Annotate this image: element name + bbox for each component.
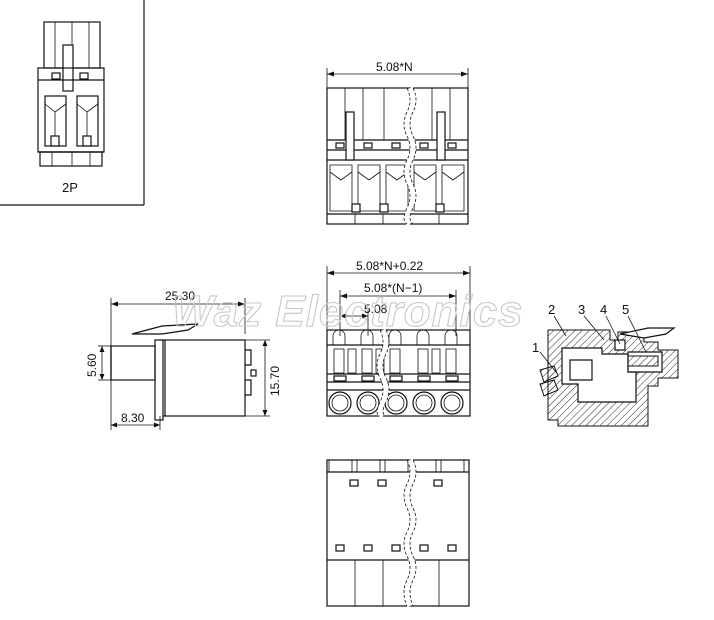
watermark-text: Waz Electronics [172,287,524,336]
top-view: 5.08*N [326,60,469,227]
inset-2p-view: 2P [0,0,145,206]
bottom-view [326,458,470,608]
callout-1: 1 [532,340,539,355]
pitch-dim: 5.08 [364,302,388,316]
callout-2: 2 [548,302,555,317]
inset-label: 2P [62,180,78,195]
top-view-cells [329,164,465,213]
callout-4: 4 [600,302,607,317]
front-view-top-bumps [332,329,458,345]
pin-length-dim: 8.30 [121,411,145,425]
section-view: 1 2 3 4 5 [532,302,679,427]
total-width-dim: 5.08*N+0.22 [356,259,423,273]
front-view: 5.08*N+0.22 5.08*(N−1) 5.08 [326,259,471,419]
bottom-view-tabs [328,460,465,552]
callout-5: 5 [622,302,629,317]
top-view-contact-marks [335,142,457,149]
side-height-dim: 15.70 [268,366,282,396]
top-width-dim: 5.08*N [376,60,413,74]
front-view-slots [333,348,459,382]
front-view-screw-heads [328,391,464,415]
side-length-dim: 25.30 [165,289,195,303]
callout-3: 3 [578,302,585,317]
side-view: 25.30 5.60 15.70 8.30 [85,289,282,430]
span-width-dim: 5.08*(N−1) [364,281,422,295]
pin-height-dim: 5.60 [85,353,99,377]
